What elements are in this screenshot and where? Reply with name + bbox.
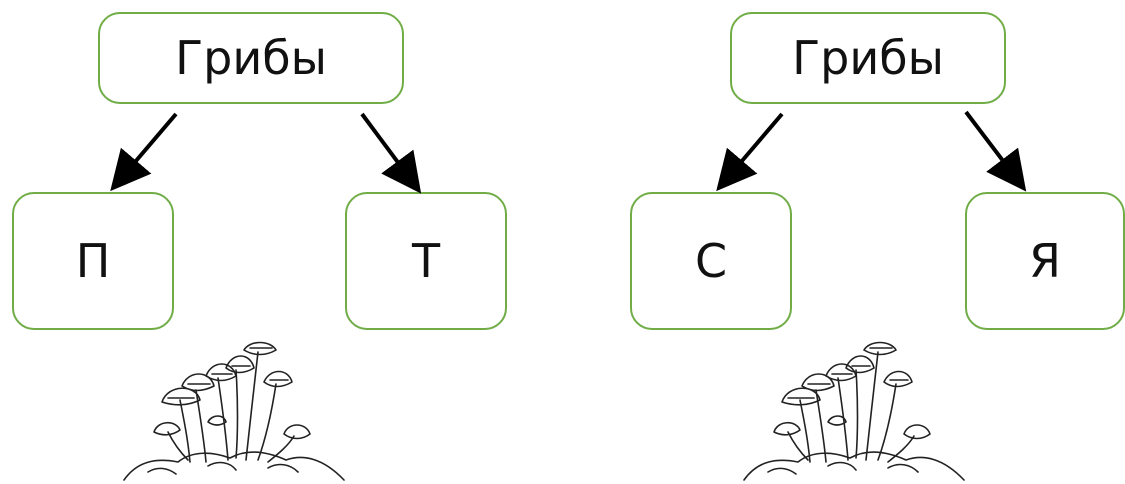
arrow-right-2 xyxy=(964,110,1027,192)
arrow-left-1 xyxy=(110,112,178,192)
root-node-left: Грибы xyxy=(98,12,404,104)
mushrooms-right-icon xyxy=(743,341,965,481)
child-node-right-2: Я xyxy=(965,192,1125,330)
arrow-left-2 xyxy=(360,112,422,194)
child-label-left-2: Т xyxy=(411,234,441,288)
arrow-right-1 xyxy=(716,112,784,192)
child-label-right-1: С xyxy=(694,234,728,288)
child-node-left-1: П xyxy=(12,192,174,330)
child-node-right-1: С xyxy=(630,192,792,330)
child-label-right-2: Я xyxy=(1029,234,1061,288)
child-label-left-1: П xyxy=(75,234,111,288)
mushrooms-left-icon xyxy=(123,341,345,481)
child-node-left-2: Т xyxy=(345,192,507,330)
root-label-left: Грибы xyxy=(175,31,327,85)
root-label-right: Грибы xyxy=(792,31,944,85)
root-node-right: Грибы xyxy=(730,12,1006,104)
